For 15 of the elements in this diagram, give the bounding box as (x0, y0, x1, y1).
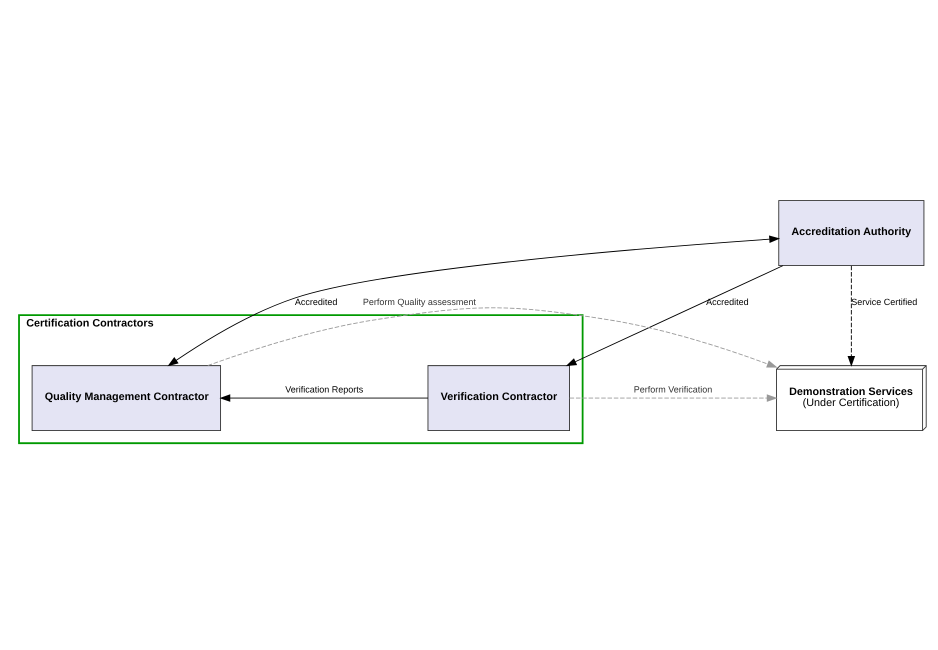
edge-label: Accredited (706, 296, 749, 307)
arrow (168, 234, 780, 366)
arrow (207, 306, 778, 368)
node-box: Quality Management Contractor (32, 364, 222, 430)
edge-label: Service Certified (851, 296, 918, 307)
node-box: Verification Contractor (428, 364, 570, 430)
edge-label: Verification Reports (285, 384, 364, 394)
edge-label: Perform Quality assessment (362, 296, 476, 307)
arrow (566, 264, 784, 366)
arrow (219, 394, 428, 402)
edge-label: Accredited (294, 296, 338, 307)
node-box: Accreditation Authority (778, 200, 924, 266)
arrow (569, 394, 778, 402)
edge-label: Perform Verification (634, 384, 712, 394)
arrow (848, 264, 856, 366)
